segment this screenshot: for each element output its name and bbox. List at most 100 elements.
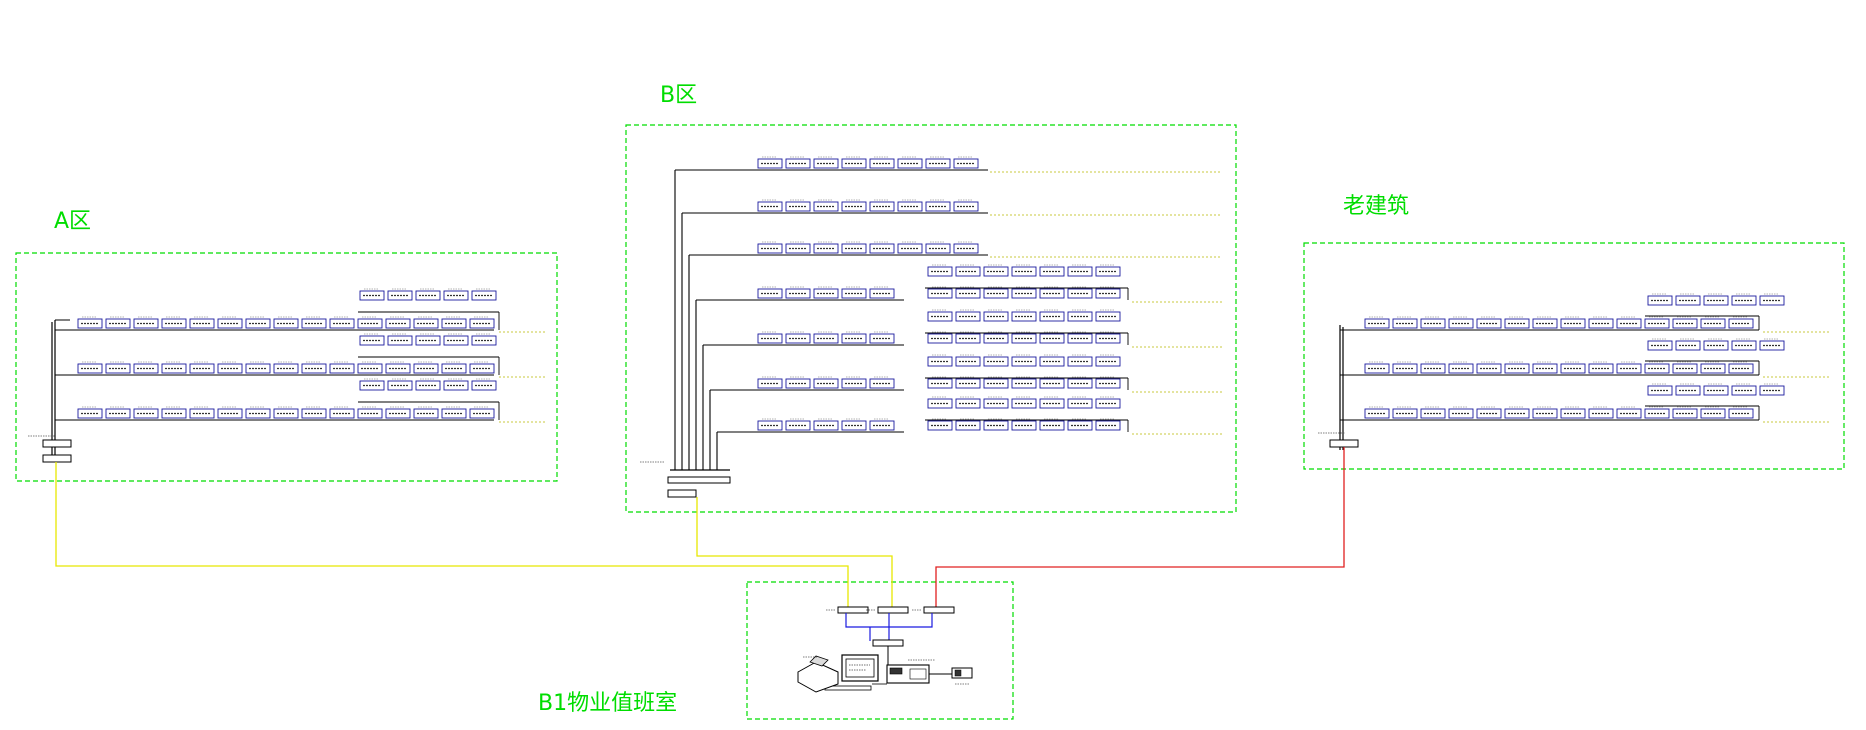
- zone-old-panel: [1329, 439, 1359, 448]
- module: [189, 406, 215, 419]
- module: [1095, 396, 1121, 409]
- module: [413, 316, 439, 329]
- module: [1476, 361, 1502, 374]
- module: [1703, 383, 1729, 396]
- module: [1011, 376, 1037, 389]
- module: [1095, 264, 1121, 277]
- module: [757, 418, 783, 431]
- module: [385, 406, 411, 419]
- module: [1095, 418, 1121, 431]
- module: [1672, 406, 1698, 419]
- module: [413, 406, 439, 419]
- module: [757, 156, 783, 169]
- module: [441, 361, 467, 374]
- module: [983, 286, 1009, 299]
- module: [189, 361, 215, 374]
- module: [1560, 361, 1586, 374]
- module: [953, 156, 979, 169]
- module: [245, 316, 271, 329]
- module: [841, 331, 867, 344]
- module: [469, 406, 495, 419]
- module: [1647, 293, 1673, 306]
- module: [1448, 316, 1474, 329]
- module: [813, 241, 839, 254]
- module: [1067, 309, 1093, 322]
- module: [869, 241, 895, 254]
- module: [869, 376, 895, 389]
- module: [217, 406, 243, 419]
- module: [471, 288, 497, 301]
- b1-switch: [872, 639, 904, 647]
- module: [983, 309, 1009, 322]
- module: [1392, 406, 1418, 419]
- module: [1095, 354, 1121, 367]
- module: [77, 316, 103, 329]
- module: [813, 331, 839, 344]
- module: [413, 361, 439, 374]
- link-old-to-b1: [935, 447, 1345, 608]
- module: [443, 378, 469, 391]
- module: [955, 286, 981, 299]
- module: [1364, 361, 1390, 374]
- module: [955, 396, 981, 409]
- zone-a-panel-2: [42, 454, 72, 463]
- module: [1759, 383, 1785, 396]
- module: [1067, 331, 1093, 344]
- module: [469, 361, 495, 374]
- module: [329, 361, 355, 374]
- module: [983, 331, 1009, 344]
- module: [1675, 383, 1701, 396]
- zone-old-label: 老建筑: [1343, 194, 1409, 219]
- module: [1039, 331, 1065, 344]
- module: [1675, 293, 1701, 306]
- module: [1560, 406, 1586, 419]
- module: [245, 406, 271, 419]
- b1-gateway-1: [877, 606, 909, 614]
- module: [1011, 396, 1037, 409]
- module: [245, 361, 271, 374]
- module: [1588, 316, 1614, 329]
- module: [1504, 316, 1530, 329]
- module: [77, 361, 103, 374]
- module: [273, 316, 299, 329]
- module: [161, 406, 187, 419]
- module: [415, 333, 441, 346]
- module: [1703, 293, 1729, 306]
- module: [1672, 316, 1698, 329]
- module: [841, 286, 867, 299]
- module: [357, 361, 383, 374]
- b1-ups-led: [954, 669, 962, 677]
- module: [1095, 286, 1121, 299]
- b1-ups: [951, 667, 973, 679]
- module: [983, 376, 1009, 389]
- module: [301, 361, 327, 374]
- module: [953, 241, 979, 254]
- module: [1731, 338, 1757, 351]
- module: [133, 316, 159, 329]
- module: [955, 376, 981, 389]
- zone-a-panel-1: [42, 439, 72, 448]
- module: [329, 406, 355, 419]
- module: [469, 316, 495, 329]
- module: [785, 418, 811, 431]
- module: [387, 378, 413, 391]
- module: [471, 378, 497, 391]
- module: [359, 333, 385, 346]
- module: [77, 406, 103, 419]
- module: [869, 156, 895, 169]
- zone-old-box: [1303, 242, 1845, 470]
- module: [1011, 331, 1037, 344]
- module: [869, 331, 895, 344]
- module: [841, 376, 867, 389]
- module: [813, 376, 839, 389]
- b1-gateway-0: [837, 606, 869, 614]
- module: [1039, 376, 1065, 389]
- module: [897, 199, 923, 212]
- zone-a-wiring: [28, 288, 545, 463]
- module: [329, 316, 355, 329]
- module: [387, 333, 413, 346]
- module: [757, 241, 783, 254]
- module: [869, 199, 895, 212]
- zone-a-label: A区: [54, 209, 91, 234]
